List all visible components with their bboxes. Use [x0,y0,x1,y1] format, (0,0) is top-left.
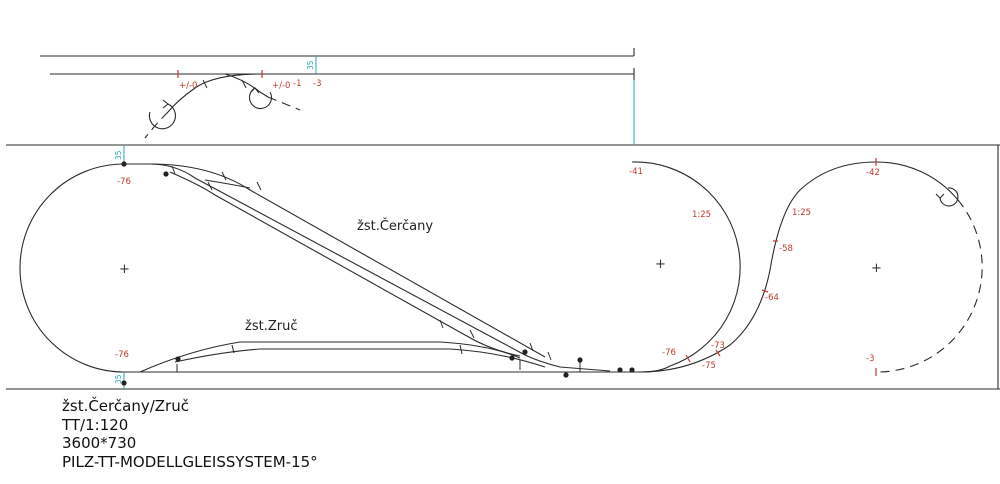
station-cercany-tracks: žst.Čerčany [124,163,611,372]
rtick [685,354,691,363]
turnout-dot [629,367,635,373]
elev-far-loop-top: -42 [866,168,880,178]
turnout-dot [522,349,528,355]
tick [231,344,235,354]
upper-tick-3 [241,79,247,89]
tick [459,344,463,355]
turnout-dot [577,357,583,363]
caption-dimensions: 3600*730 [62,434,137,452]
upper-crossing-curve-b [167,73,263,113]
left-loop-track [19,163,125,373]
station-zruc-tracks: žst.Zruč [124,319,610,373]
turnout-dot [121,161,127,167]
turnout-dot [563,372,569,378]
caption-track-system: PILZ-TT-MODELLGLEISSYSTEM-15° [62,452,318,471]
rtick [761,289,769,293]
caption-title: žst.Čerčany/Zruč [62,397,189,415]
elev-helix-73: -73 [711,341,725,351]
elev-left-top: -76 [117,177,131,187]
tick [221,171,227,181]
upper-tick-4 [202,79,208,89]
s-connector: 1:25 -58 -64 -73 -75 [639,161,877,373]
rotate-arrow-icon-upper-left [148,103,176,130]
left-loop-center-mark: + [119,262,130,277]
right-return-loop: + -41 1:25 -76 [610,161,741,373]
turnout-dot [175,356,181,362]
cercany-track-2 [149,163,546,358]
caption-scale: TT/1:120 [62,415,129,434]
rotate-arrowhead-icon-upper-left [162,99,169,109]
elev-helix-58: -58 [779,244,793,254]
turnout-dot [617,367,623,373]
grad-helix: 1:25 [792,208,811,218]
right-loop-center-mark: + [655,257,666,272]
rotate-arrowhead-icon-far-loop [935,193,945,199]
turnout-markers [121,161,635,386]
left-bottom-level-label: 35 [114,374,123,384]
upper-level: 35 +/-0 +/-0 -1 -3 [40,48,635,139]
elev-helix-76: -76 [662,348,676,358]
tick [547,351,552,361]
rotate-arrow-icon-upper-mid [248,87,273,110]
tick [529,342,534,352]
tick [256,181,262,191]
left-top-level-label: 35 [114,150,123,160]
far-right-loop: + -42 -3 [866,158,983,376]
tick [171,165,176,175]
turnout-dot [121,380,127,386]
station-label-zruc: žst.Zruč [245,319,297,334]
zruc-passing-track-1 [139,341,521,373]
rtick [715,349,721,357]
rotate-arrow-icon-far-loop [939,187,959,207]
grad-right-loop: 1:25 [692,210,711,220]
far-loop-dashed-track [875,199,983,373]
s-connector-track [639,161,877,373]
cercany-track-1 [124,163,611,372]
turnout-dot [163,171,169,177]
cercany-siding [204,179,251,189]
right-loop-track [610,161,741,373]
plan-caption: žst.Čerčany/Zruč TT/1:120 3600*730 PILZ-… [62,397,318,471]
upper-crossing-curve-a [178,73,269,98]
elev-upper-left-a: +/-0 [179,81,197,91]
tick [439,319,444,329]
tick [469,329,475,339]
turnout-dot [509,355,515,361]
zruc-passing-track-2 [174,348,546,368]
tick [207,181,213,191]
rotate-arrowhead-icon-upper-mid [250,87,260,94]
upper-dashed-continuation-a [267,96,301,111]
upper-level-marker-label: 35 [306,60,315,70]
cercany-track-3 [169,171,521,357]
elev-right-loop-top: -41 [629,167,643,177]
lower-board [6,80,1000,390]
far-loop-track [875,161,959,201]
left-return-loop: + 35 35 -76 -76 [19,145,131,389]
elev-upper-m3: -3 [313,79,321,89]
elev-helix-75: -75 [702,361,716,371]
elev-helix-64: -64 [765,293,779,303]
far-loop-center-mark: + [871,261,882,276]
elev-upper-left-b: +/-0 [272,81,290,91]
upper-dashed-continuation-b [144,111,169,139]
elev-far-loop-bottom: -3 [866,354,874,364]
elev-upper-m1: -1 [293,79,301,89]
elev-left-bottom: -76 [115,350,129,360]
station-label-cercany: žst.Čerčany [357,218,433,234]
